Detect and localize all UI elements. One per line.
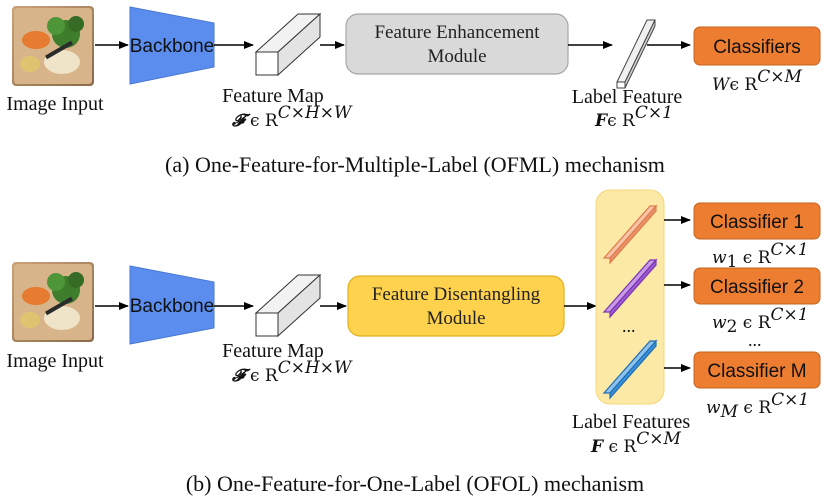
disentangling-module-line2: Module: [426, 308, 485, 329]
classifier-1-box: [693, 202, 821, 240]
feature-map-label-b: Feature Map: [222, 340, 324, 362]
label-features-ellipsis: ...: [622, 316, 636, 336]
food-image-a: [12, 6, 94, 86]
image-input-label-b: Image Input: [6, 350, 104, 372]
label-feature-label-a: Label Feature: [572, 86, 683, 108]
feature-map-formula-b: 𝓕 ϵ RC×H×W: [231, 358, 353, 386]
classifier-ellipsis: ...: [748, 330, 762, 350]
label-feature-bar-orange: [602, 204, 658, 265]
image-input-label-a: Image Input: [6, 93, 104, 115]
classifier-2-formula: w2 ϵ RC×1: [712, 305, 809, 337]
label-features-label-b: Label Features: [572, 411, 690, 433]
backbone-label-a: Backbone: [130, 36, 215, 57]
label-feature-formula-a: Fϵ RC×1: [594, 103, 673, 131]
label-features-formula-b: F ϵ RC×M: [590, 429, 681, 457]
feature-map-cuboid-b: [254, 273, 322, 338]
classifier-m-label: Classifier M: [707, 361, 806, 382]
classifier-m-formula: wM ϵ RC×1: [706, 390, 809, 422]
backbone-label-b: Backbone: [130, 296, 215, 317]
panel-b: Image Input Backbone Feature Map 𝓕 ϵ RC×…: [6, 189, 821, 496]
enhancement-module-line2: Module: [427, 46, 486, 67]
feature-map-label-a: Feature Map: [222, 85, 324, 107]
caption-b: (b) One-Feature-for-One-Label (OFOL) mec…: [186, 471, 644, 496]
enhancement-module-line1: Feature Enhancement: [374, 22, 540, 43]
feature-map-cuboid-a: [254, 12, 322, 77]
backbone-block-a: [129, 6, 215, 85]
food-image-b: [12, 262, 94, 342]
backbone-block-b: [129, 265, 215, 345]
feature-enhancement-module: [345, 13, 569, 75]
panel-a: Image Input Backbone Feature Map 𝓕 ϵ RC×…: [6, 6, 821, 177]
label-feature-bar-blue: [602, 339, 658, 400]
feature-map-formula-a: 𝓕 ϵ RC×H×W: [231, 103, 353, 131]
classifiers-box-a: [693, 26, 821, 66]
classifier-formula-a: Wϵ RC×M: [712, 67, 802, 95]
classifier-2-label: Classifier 2: [710, 277, 804, 298]
disentangling-module-line1: Feature Disentangling: [372, 284, 541, 305]
classifiers-label-a: Classifiers: [713, 37, 801, 58]
classifier-1-label: Classifier 1: [710, 212, 804, 233]
classifier-2-box: [693, 267, 821, 305]
classifier-m-box: [693, 351, 821, 389]
label-feature-bar-purple: [602, 258, 658, 319]
label-feature-bar-a: [616, 19, 656, 89]
caption-a: (a) One-Feature-for-Multiple-Label (OFML…: [165, 152, 665, 177]
classifier-1-formula: w1 ϵ RC×1: [712, 240, 809, 272]
